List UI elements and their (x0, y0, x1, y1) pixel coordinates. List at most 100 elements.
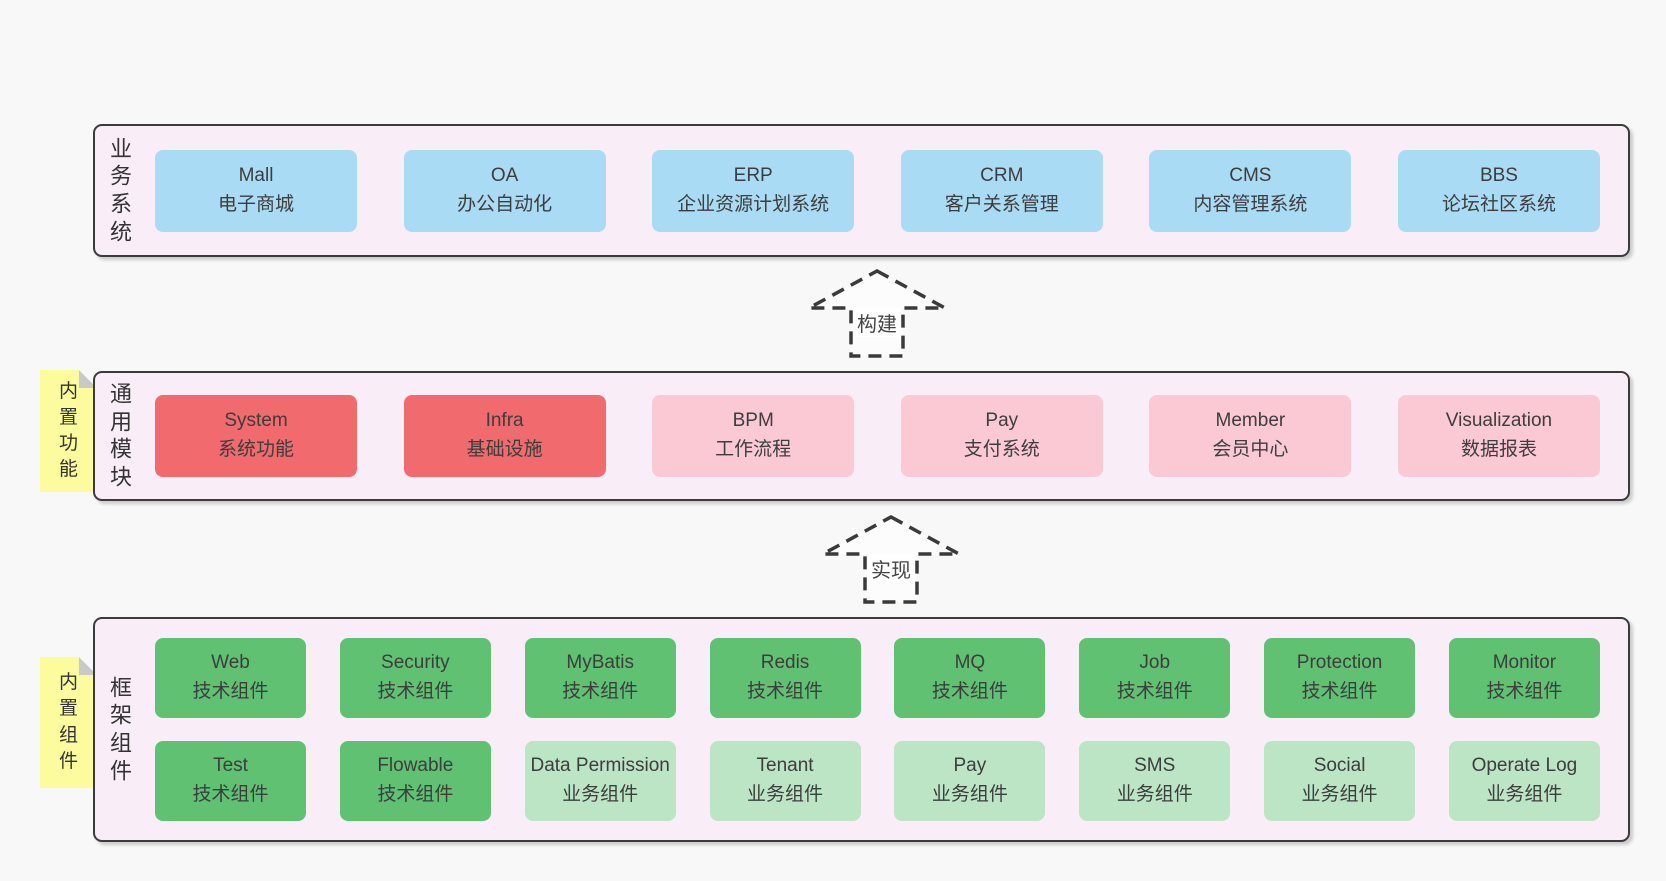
framework-row-1: Web 技术组件 Security 技术组件 MyBatis 技术组件 Redi… (155, 638, 1600, 718)
node-title: Infra (485, 410, 524, 432)
node-web: Web 技术组件 (155, 638, 306, 718)
node-subtitle: 技术组件 (562, 681, 639, 702)
node-subtitle: 技术组件 (931, 681, 1008, 702)
node-title: Pay (953, 755, 987, 777)
node-title: Flowable (377, 755, 454, 777)
node-pay-component: Pay 业务组件 (894, 741, 1046, 821)
node-title: Pay (985, 410, 1019, 432)
node-title: Web (211, 652, 250, 674)
node-oa: OA 办公自动化 (403, 149, 606, 232)
node-subtitle: 工作流程 (715, 439, 792, 460)
node-title: Tenant (756, 755, 814, 777)
node-subtitle: 会员中心 (1212, 439, 1289, 460)
business-systems-row: Mall 电子商城 OA 办公自动化 ERP 企业资源计划系统 CRM 客户关系… (155, 126, 1600, 255)
node-member: Member 会员中心 (1149, 395, 1352, 477)
node-mall: Mall 电子商城 (155, 149, 357, 232)
node-title: Redis (760, 652, 810, 674)
node-protection: Protection 技术组件 (1264, 638, 1416, 718)
node-title: Operate Log (1471, 755, 1578, 777)
node-subtitle: 电子商城 (217, 193, 294, 215)
node-title: Monitor (1492, 652, 1557, 674)
panel-label-common-modules: 通用模块 (109, 381, 132, 490)
node-pay-system: Pay 支付系统 (900, 395, 1103, 477)
node-redis: Redis 技术组件 (709, 638, 861, 718)
node-subtitle: 基础设施 (466, 439, 543, 460)
sticky-note-label: 内置组件 (58, 672, 78, 772)
node-title: ERP (733, 164, 773, 186)
node-title: Visualization (1445, 410, 1553, 432)
node-subtitle: 业务组件 (562, 784, 639, 805)
node-subtitle: 业务组件 (1301, 784, 1378, 805)
sticky-note-label: 内置功能 (58, 380, 78, 481)
node-security: Security 技术组件 (339, 638, 491, 718)
node-bpm: BPM 工作流程 (652, 395, 855, 477)
node-title: MQ (954, 652, 986, 674)
node-subtitle: 业务组件 (1116, 784, 1193, 805)
node-title: Data Permission (530, 755, 670, 777)
node-erp: ERP 企业资源计划系统 (652, 149, 855, 232)
node-title: CRM (980, 164, 1024, 186)
node-subtitle: 办公自动化 (457, 193, 553, 215)
node-bbs: BBS 论坛社区系统 (1397, 149, 1600, 232)
node-subtitle: 技术组件 (1486, 681, 1563, 702)
panel-label-framework-components: 框架组件 (109, 675, 132, 784)
node-sms: SMS 业务组件 (1079, 741, 1231, 821)
node-title: Test (213, 755, 248, 777)
node-subtitle: 业务组件 (931, 784, 1008, 805)
implement-arrow: 实现 (820, 514, 962, 606)
node-tenant: Tenant 业务组件 (709, 741, 861, 821)
node-infra: Infra 基础设施 (403, 395, 606, 477)
node-title: CMS (1229, 164, 1272, 186)
node-test: Test 技术组件 (155, 741, 306, 821)
implement-arrow-label: 实现 (868, 554, 914, 583)
node-title: MyBatis (566, 652, 634, 674)
node-subtitle: 技术组件 (377, 784, 454, 805)
node-subtitle: 业务组件 (1486, 784, 1563, 805)
node-subtitle: 支付系统 (963, 439, 1040, 460)
node-title: Mall (238, 164, 274, 186)
node-operate-log: Operate Log 业务组件 (1448, 741, 1600, 821)
node-title: Member (1215, 410, 1286, 432)
node-data-permission: Data Permission 业务组件 (524, 741, 676, 821)
framework-rows: Web 技术组件 Security 技术组件 MyBatis 技术组件 Redi… (155, 619, 1600, 840)
panel-framework-components: 框架组件 Web 技术组件 Security 技术组件 MyBatis 技术组件… (93, 617, 1630, 842)
node-crm: CRM 客户关系管理 (900, 149, 1103, 232)
node-social: Social 业务组件 (1264, 741, 1416, 821)
sticky-note-builtin-features: 内置功能 (40, 370, 97, 492)
node-title: BBS (1479, 164, 1518, 186)
node-title: Protection (1296, 652, 1383, 674)
node-subtitle: 技术组件 (1116, 681, 1193, 702)
common-modules-row: System 系统功能 Infra 基础设施 BPM 工作流程 Pay 支付系统… (155, 373, 1600, 499)
node-subtitle: 系统功能 (217, 439, 294, 460)
node-system: System 系统功能 (155, 395, 357, 477)
sticky-note-builtin-components: 内置组件 (40, 657, 97, 788)
node-flowable: Flowable 技术组件 (339, 741, 491, 821)
node-subtitle: 技术组件 (377, 681, 454, 702)
node-title: Social (1313, 755, 1366, 777)
node-subtitle: 论坛社区系统 (1441, 193, 1556, 215)
node-subtitle: 客户关系管理 (944, 193, 1059, 215)
framework-row-2: Test 技术组件 Flowable 技术组件 Data Permission … (155, 741, 1600, 821)
node-subtitle: 内容管理系统 (1193, 193, 1308, 215)
node-subtitle: 技术组件 (192, 681, 269, 702)
node-title: System (224, 410, 288, 432)
node-subtitle: 技术组件 (747, 681, 824, 702)
node-subtitle: 企业资源计划系统 (677, 193, 830, 215)
node-title: SMS (1134, 755, 1176, 777)
panel-common-modules: 通用模块 System 系统功能 Infra 基础设施 BPM 工作流程 Pay… (93, 371, 1630, 501)
node-cms: CMS 内容管理系统 (1149, 149, 1352, 232)
node-title: BPM (732, 410, 774, 432)
node-title: OA (490, 164, 519, 186)
node-mybatis: MyBatis 技术组件 (524, 638, 676, 718)
node-title: Job (1139, 652, 1171, 674)
build-arrow: 构建 (806, 268, 948, 360)
node-subtitle: 技术组件 (1301, 681, 1378, 702)
build-arrow-label: 构建 (854, 308, 900, 337)
node-visualization: Visualization 数据报表 (1397, 395, 1600, 477)
panel-business-systems: 业务系统 Mall 电子商城 OA 办公自动化 ERP 企业资源计划系统 CRM… (93, 124, 1630, 257)
node-monitor: Monitor 技术组件 (1448, 638, 1600, 718)
node-subtitle: 技术组件 (192, 784, 269, 805)
node-title: Security (381, 652, 450, 674)
node-mq: MQ 技术组件 (894, 638, 1046, 718)
